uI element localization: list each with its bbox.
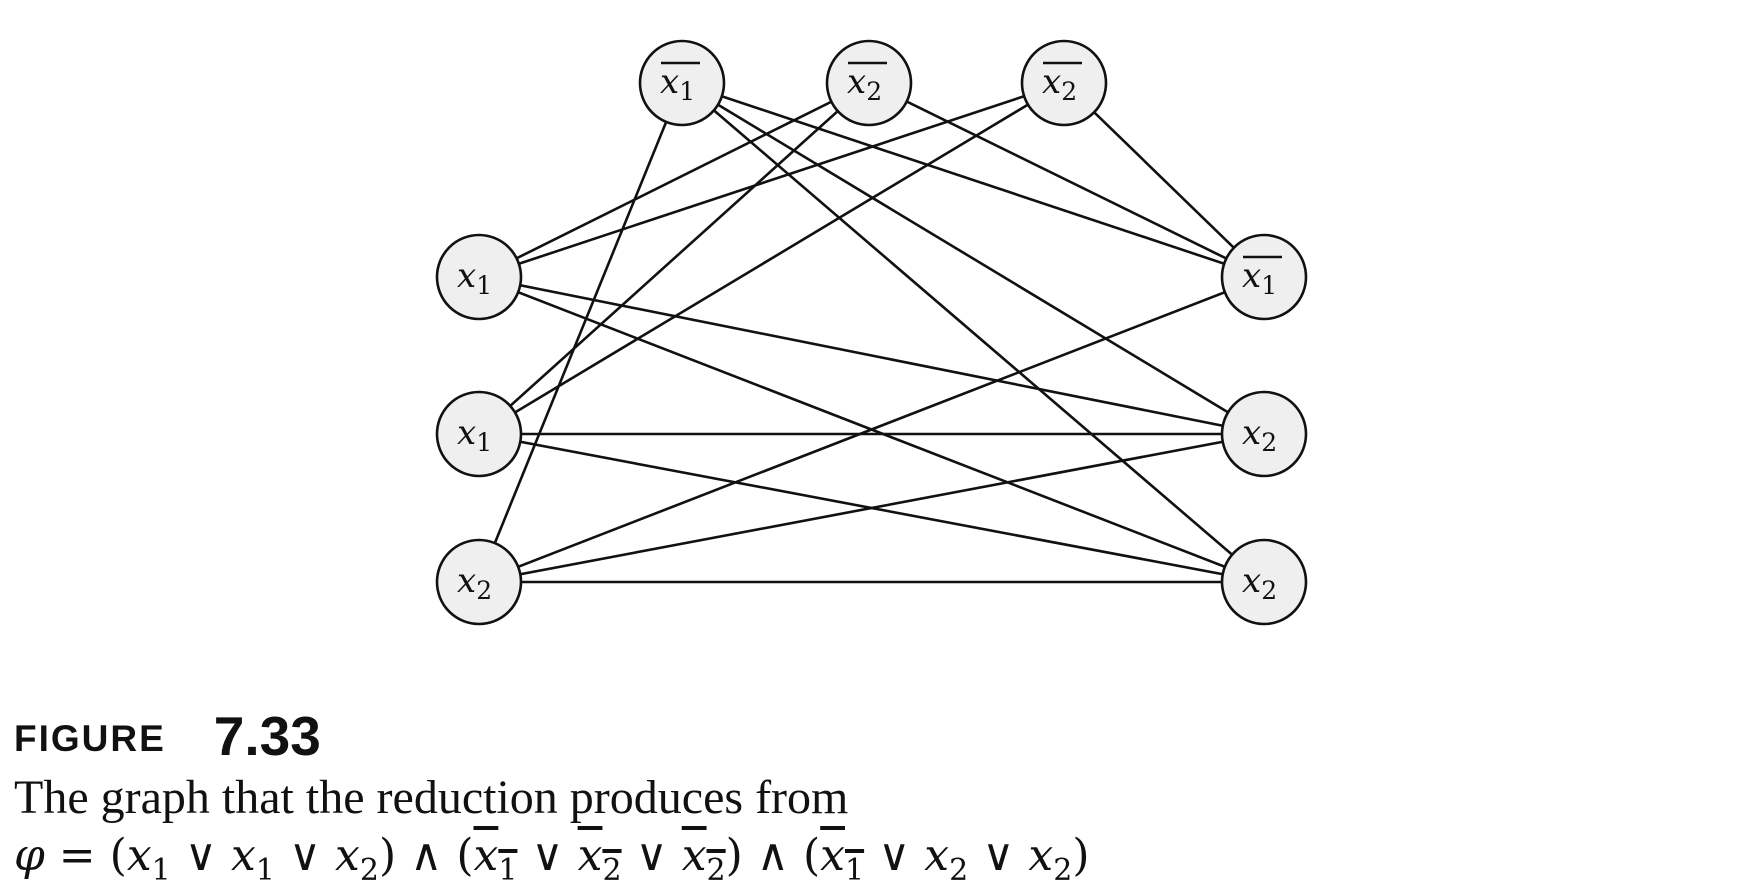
node-circle [1220,538,1308,626]
node-label: x2 [1242,561,1277,605]
node-right-3: x2 [1220,538,1308,626]
edges [477,81,1265,584]
formula-paren: ( [456,830,474,881]
edge-top-1-right-1 [681,81,1265,279]
edge-top-2-left-1 [478,81,870,279]
node-left-2: x1 [435,390,523,478]
edge-left-3-right-2 [478,432,1265,584]
formula-or: ∨ [621,830,682,881]
formula-literal: x1 [126,830,171,888]
node-label: x2 [457,561,492,605]
nodes: x1 x2 x2 x1 x1 x2 x1 x2 x2 [435,39,1308,626]
formula-or: ∨ [170,830,231,881]
formula-literal: x1 [473,830,518,888]
formula-and: ∧ [396,830,457,881]
node-label: x2 [847,62,882,106]
figure-number: 7.33 [213,705,321,767]
node-left-1: x1 [435,233,523,321]
formula-literal: x2 [335,830,379,888]
formula-paren: ( [803,830,821,881]
formula-literal: x1 [820,830,865,888]
figure-label: FIGURE 7.33 [14,700,321,767]
node-circle [435,538,523,626]
formula-equals: = [44,830,110,881]
formula-paren: ) [378,830,397,881]
node-circle [1220,390,1308,478]
edge-top-2-left-2 [478,82,870,435]
formula-literal: x2 [681,830,726,888]
node-label: x1 [1242,256,1277,300]
node-circle [435,233,523,321]
edge-top-1-right-3 [681,82,1265,583]
edge-top-1-right-2 [681,81,1265,436]
node-label: x1 [660,62,695,106]
edge-top-1-left-3 [477,82,684,583]
formula-paren: ) [725,830,743,881]
node-top-2: x2 [825,39,913,127]
node-right-2: x2 [1220,390,1308,478]
formula-and: ∧ [742,830,803,881]
edge-top-3-left-1 [478,81,1065,279]
figure-word: FIGURE [14,718,166,759]
formula-literal: x2 [1028,830,1073,888]
edge-left-1-right-2 [478,275,1265,436]
edge-top-2-right-1 [868,81,1265,279]
formula: φ = (x1 ∨ x1 ∨ x2) ∧ (x1 ∨ x2 ∨ x2) ∧ (x… [14,830,1089,888]
node-right-1: x1 [1220,233,1308,321]
node-label: x2 [1242,413,1277,457]
node-top-1: x1 [638,39,726,127]
caption-text: The graph that the reduction produces fr… [14,771,849,824]
formula-or: ∨ [274,830,336,881]
formula-or: ∨ [968,830,1029,881]
formula-phi: φ [14,830,45,881]
node-label: x1 [457,256,492,300]
node-circle [435,390,523,478]
formula-literal: x1 [230,830,275,888]
formula-literal: x2 [924,830,969,888]
formula-or: ∨ [517,830,578,881]
formula-paren: ( [109,830,127,881]
formula-or: ∨ [864,830,925,881]
node-label: x1 [457,413,492,457]
edge-left-3-right-1 [478,275,1265,584]
formula-literal: x2 [577,830,622,888]
clique-graph: x1 x2 x2 x1 x1 x2 x1 x2 x2 [435,39,1308,626]
node-left-3: x2 [435,538,523,626]
edge-top-3-right-1 [1063,82,1265,278]
formula-paren: ) [1072,830,1090,881]
node-top-3: x2 [1020,39,1108,127]
edge-top-3-left-2 [478,81,1065,436]
node-label: x2 [1042,62,1077,106]
